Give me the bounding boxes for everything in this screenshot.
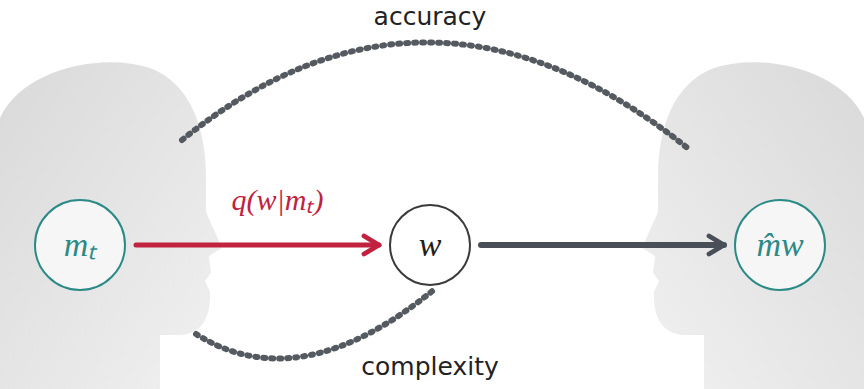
meaning-circle: mₜ [34,199,126,291]
meaning-circle: m̂w [734,199,826,291]
accuracy-arc [182,42,690,150]
decoder-arrow [481,242,724,248]
speaker-head [0,62,222,389]
channel-label: q(w|mₜ) [232,183,324,216]
math-symbol: m̂w [756,228,803,262]
encoder-arrow [136,243,379,248]
complexity-arc [196,288,436,358]
objective-term: accuracy [374,2,487,31]
math-symbol: w [419,228,442,262]
word-circle: w [389,204,471,286]
math-symbol: mₜ [64,228,97,262]
listener-head [642,62,864,389]
objective-term: complexity [361,352,499,381]
